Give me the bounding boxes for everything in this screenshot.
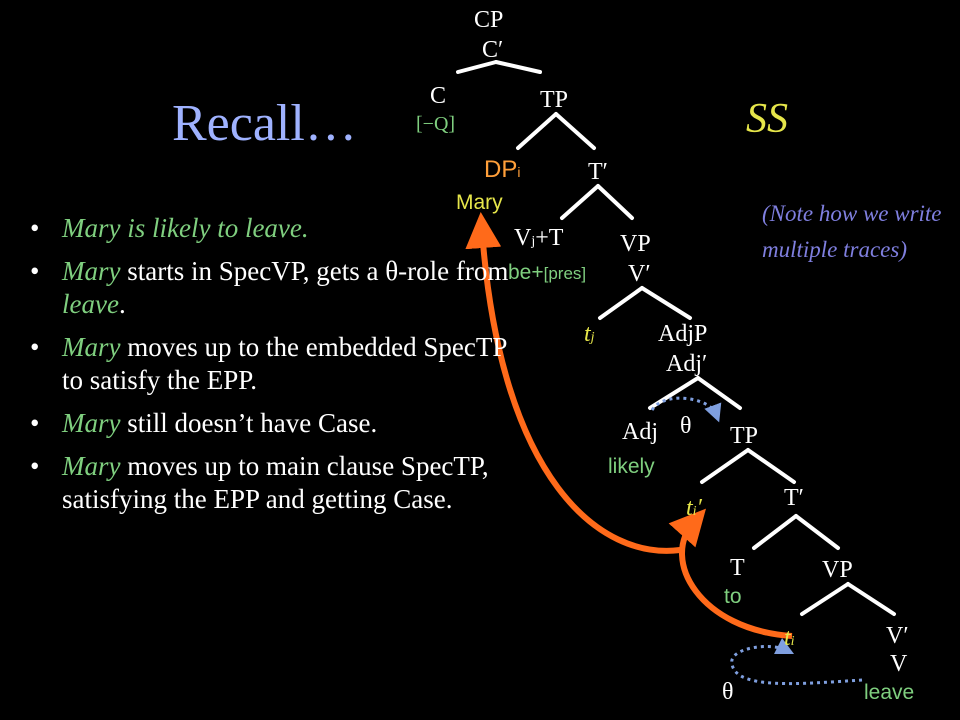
node-adjbar: Adj′ (666, 351, 708, 377)
node-dp: DPi (484, 156, 521, 183)
branch-tp-tbar (554, 112, 596, 150)
bullet-list: •Mary is likely to leave. •Mary starts i… (30, 212, 510, 526)
node-tbar-embedded: T′ (784, 485, 804, 511)
node-cp: CP (474, 7, 504, 33)
theta-label-likely: θ (680, 413, 692, 439)
bullet-item: •Mary moves up to the embedded SpecTP to… (30, 332, 507, 395)
word-be-pres: be+[pres] (508, 261, 587, 284)
bullet-dot-icon: • (30, 451, 40, 481)
node-t-embedded: T (730, 555, 745, 581)
branch-vp2-ti (800, 582, 850, 616)
branch-tbar2-t (752, 514, 798, 550)
bullet-item: •Mary moves up to main clause SpecTP, sa… (30, 451, 489, 514)
movement-arrow-embedded (668, 508, 793, 639)
node-v-plus-t: Vj+T (514, 225, 564, 251)
theta-label-leave: θ (722, 679, 734, 705)
node-adjp: AdjP (658, 321, 708, 347)
word-likely: likely (608, 455, 655, 478)
level-label: SS (746, 96, 788, 142)
bullet-item: •Mary starts in SpecVP, gets a θ-role fr… (30, 256, 509, 319)
theta-arrow-likely (650, 396, 722, 423)
branch-tp2-ti (700, 448, 750, 484)
note-text: (Note how we write multiple traces) (762, 201, 942, 262)
node-tp-main: TP (540, 87, 569, 113)
node-vbar-main: V′ (628, 261, 651, 287)
branch-adjbar-tp (696, 376, 742, 410)
node-v: V (890, 651, 908, 677)
branch-vp2-vbar (846, 582, 896, 616)
node-adj: Adj (622, 419, 658, 445)
branch-tbar2-vp (794, 514, 840, 550)
node-vp-embedded: VP (822, 557, 853, 583)
branch-tbar-vt (560, 184, 600, 220)
bullet-dot-icon: • (30, 332, 40, 362)
slide-title: Recall… (172, 95, 357, 152)
node-vp-main: VP (620, 231, 651, 257)
theta-arrow-leave (730, 637, 863, 686)
branch-tp-dp (516, 112, 558, 150)
word-to: to (724, 585, 742, 608)
movement-arrow-main (465, 212, 681, 554)
node-c: C (430, 83, 447, 109)
bullet-dot-icon: • (30, 213, 40, 243)
trace-ti-prime: ti′ (686, 495, 702, 521)
node-tbar-main: T′ (588, 159, 608, 185)
node-vbar-embedded: V′ (886, 623, 909, 649)
trace-tj: tj (584, 321, 595, 347)
bullet-dot-icon: • (30, 256, 40, 286)
bullet-item: •Mary is likely to leave. (30, 213, 309, 243)
node-tp-embedded: TP (730, 423, 759, 449)
branch-tp2-tbar (746, 448, 796, 484)
word-leave: leave (864, 681, 915, 704)
branch-cbar-c (456, 60, 498, 74)
c-feature: [−Q] (416, 113, 456, 135)
branch-tbar-vp (596, 184, 634, 220)
trace-ti: ti (784, 625, 795, 651)
node-cbar: C′ (482, 37, 504, 63)
branch-vbar-tj (598, 286, 644, 320)
bullet-item: •Mary still doesn’t have Case. (30, 408, 378, 438)
branch-cbar-tp (494, 60, 542, 74)
bullet-dot-icon: • (30, 408, 40, 438)
word-mary: Mary (456, 191, 503, 214)
branch-vbar-adjp (640, 286, 692, 320)
